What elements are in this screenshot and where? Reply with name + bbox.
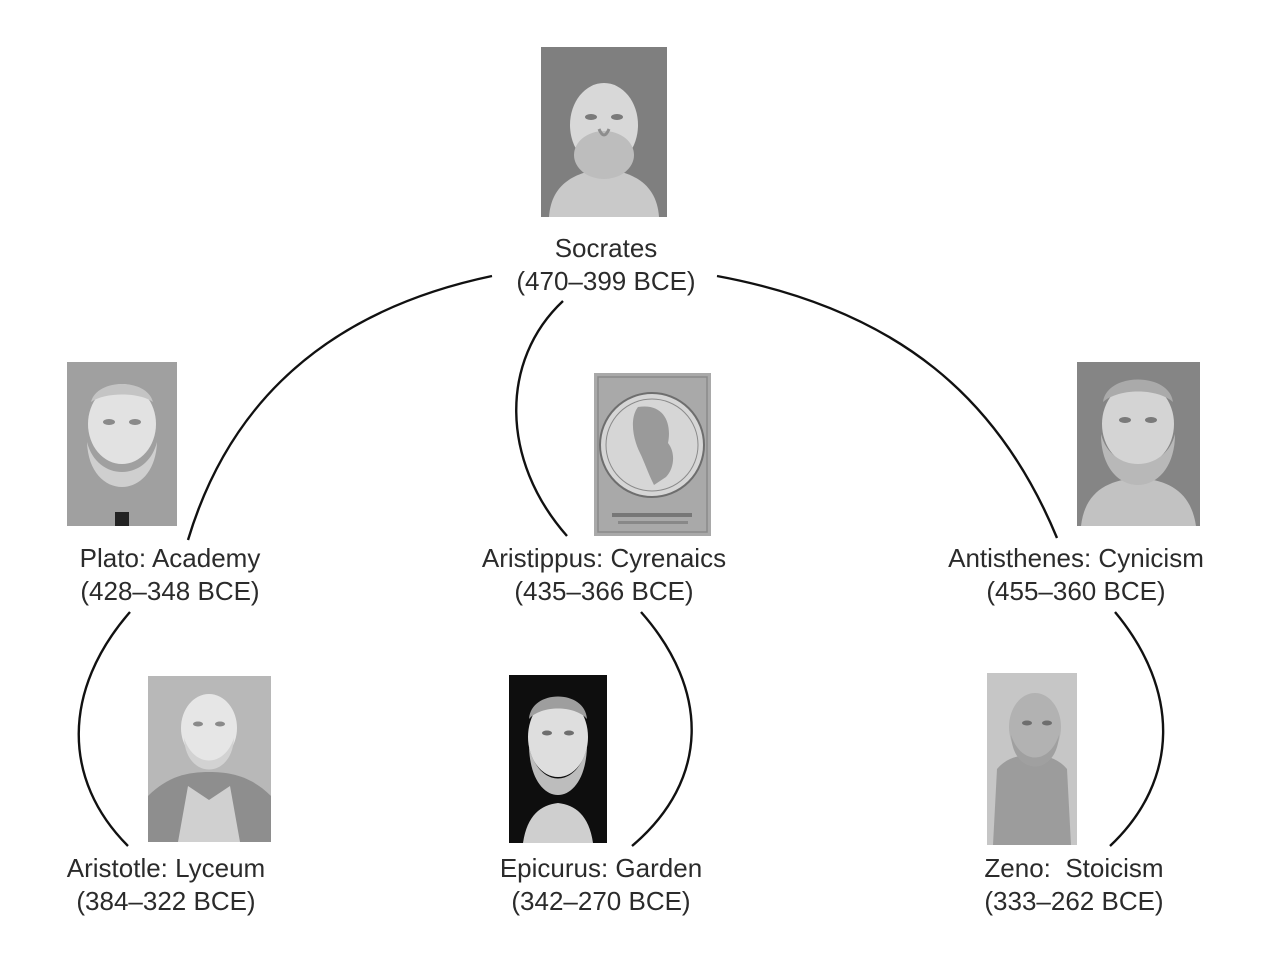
aristotle-dates: (384–322 BCE) bbox=[76, 886, 256, 916]
plato-bust-icon bbox=[67, 362, 177, 526]
epicurus-bust-image bbox=[509, 675, 607, 843]
antisthenes-dates: (455–360 BCE) bbox=[986, 576, 1166, 606]
socrates-name: Socrates bbox=[554, 233, 658, 263]
aristotle-name: Aristotle: Lyceum bbox=[66, 853, 266, 883]
edge-antisthenes-zeno bbox=[1109, 611, 1165, 847]
epicurus-name: Epicurus: Garden bbox=[499, 853, 703, 883]
socrates-bust-image bbox=[541, 47, 667, 217]
aristippus-name: Aristippus: Cyrenaics bbox=[481, 543, 727, 573]
aristippus-medallion-image bbox=[594, 373, 711, 536]
edge-socrates-plato bbox=[186, 274, 493, 541]
socrates-dates: (470–399 BCE) bbox=[516, 266, 696, 296]
socrates-bust-icon bbox=[541, 47, 667, 217]
aristippus-dates: (435–366 BCE) bbox=[514, 576, 694, 606]
epicurus-bust-icon bbox=[509, 675, 607, 843]
plato-dates: (428–348 BCE) bbox=[80, 576, 260, 606]
plato-name: Plato: Academy bbox=[79, 543, 261, 573]
plato-bust-image bbox=[67, 362, 177, 526]
zeno-dates: (333–262 BCE) bbox=[984, 886, 1164, 916]
antisthenes-bust-image bbox=[1077, 362, 1200, 526]
zeno-bust-icon bbox=[987, 673, 1077, 845]
antisthenes-bust-icon bbox=[1077, 362, 1200, 526]
aristippus-medallion-icon bbox=[594, 373, 711, 536]
edge-plato-aristotle bbox=[77, 611, 131, 847]
edge-socrates-aristippus bbox=[515, 300, 568, 537]
antisthenes-name: Antisthenes: Cynicism bbox=[948, 543, 1204, 573]
aristotle-bust-icon bbox=[148, 676, 271, 842]
epicurus-dates: (342–270 BCE) bbox=[511, 886, 691, 916]
edge-socrates-antisthenes bbox=[716, 274, 1059, 539]
zeno-bust-image bbox=[987, 673, 1077, 845]
aristotle-bust-image bbox=[148, 676, 271, 842]
zeno-name: Zeno: Stoicism bbox=[984, 853, 1164, 883]
edge-aristippus-epicurus bbox=[631, 611, 693, 847]
